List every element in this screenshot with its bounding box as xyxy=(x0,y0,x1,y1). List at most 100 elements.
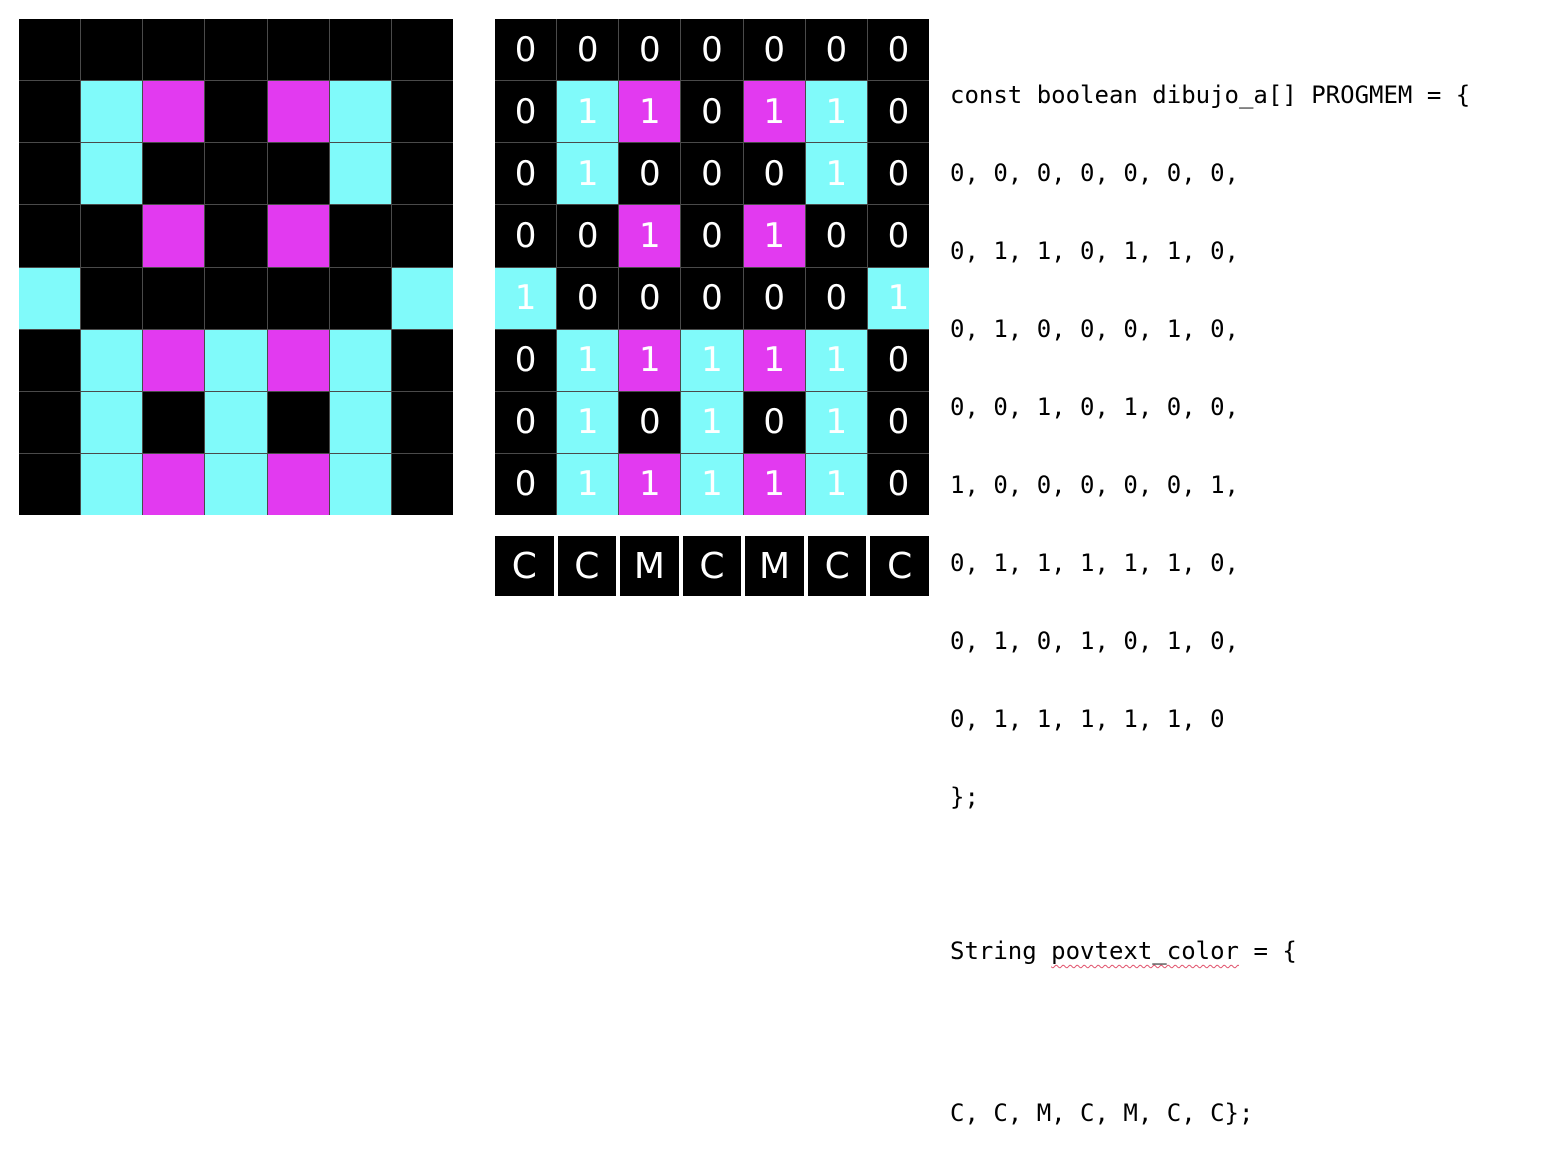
value-cell: 0 xyxy=(619,267,681,329)
pixel-cell xyxy=(329,391,391,453)
pixel-cell xyxy=(19,329,81,391)
pixel-cell xyxy=(205,81,267,143)
pixel-cell xyxy=(205,205,267,267)
pixel-cell xyxy=(391,391,453,453)
array-row: 0, 0, 0, 0, 0, 0, 0, xyxy=(950,159,1239,187)
value-cell: 0 xyxy=(681,143,743,205)
color-code-cell: C xyxy=(682,536,742,596)
value-cell: 1 xyxy=(495,267,557,329)
pixel-art-grid xyxy=(19,19,453,515)
value-cell: 0 xyxy=(495,19,557,81)
pixel-cell xyxy=(267,205,329,267)
value-cell: 1 xyxy=(805,143,867,205)
pixel-cell xyxy=(143,453,205,515)
value-cell: 0 xyxy=(557,19,619,81)
array-row: 1, 0, 0, 0, 0, 0, 1, xyxy=(950,471,1239,499)
value-cell: 0 xyxy=(743,267,805,329)
pixel-cell xyxy=(81,143,143,205)
pixel-cell xyxy=(143,19,205,81)
pixel-cell xyxy=(329,205,391,267)
array-row: 0, 1, 0, 0, 0, 1, 0, xyxy=(950,315,1239,343)
value-cell: 0 xyxy=(495,143,557,205)
value-cell: 0 xyxy=(867,143,929,205)
string-variable-name: povtext_color xyxy=(1051,937,1239,965)
pixel-cell xyxy=(81,453,143,515)
pixel-cell xyxy=(391,453,453,515)
pixel-cell xyxy=(329,453,391,515)
value-cell: 1 xyxy=(805,391,867,453)
value-cell: 0 xyxy=(557,205,619,267)
value-cell: 0 xyxy=(805,19,867,81)
value-cell: 1 xyxy=(805,81,867,143)
value-cell: 1 xyxy=(557,453,619,515)
pixel-cell xyxy=(267,453,329,515)
string-assign: = { xyxy=(1239,937,1297,965)
string-type: String xyxy=(950,937,1052,965)
value-cell: 0 xyxy=(495,453,557,515)
pixel-cell xyxy=(329,143,391,205)
value-cell: 0 xyxy=(619,143,681,205)
value-cell: 0 xyxy=(867,329,929,391)
value-cell: 1 xyxy=(805,329,867,391)
pixel-cell xyxy=(19,19,81,81)
value-cell: 1 xyxy=(743,329,805,391)
value-cell: 0 xyxy=(805,267,867,329)
pixel-cell xyxy=(205,143,267,205)
pixel-cell xyxy=(391,267,453,329)
pixel-cell xyxy=(143,205,205,267)
pixel-cell xyxy=(267,19,329,81)
pixel-cell xyxy=(143,391,205,453)
value-cell: 0 xyxy=(681,81,743,143)
pixel-cell xyxy=(143,329,205,391)
pixel-cell xyxy=(19,391,81,453)
pixel-cell xyxy=(391,19,453,81)
array-row: 0, 1, 1, 1, 1, 1, 0 xyxy=(950,705,1225,733)
value-cell: 0 xyxy=(557,267,619,329)
value-cell: 0 xyxy=(681,19,743,81)
value-cell: 0 xyxy=(619,391,681,453)
pixel-cell xyxy=(81,267,143,329)
value-cell: 1 xyxy=(743,81,805,143)
color-code-cell: M xyxy=(745,536,804,596)
pixel-cell xyxy=(329,267,391,329)
color-values-line: C, C, M, C, M, C, C}; xyxy=(950,1099,1254,1127)
pixel-cell xyxy=(81,19,143,81)
value-cell: 0 xyxy=(805,205,867,267)
pixel-cell xyxy=(19,81,81,143)
code-block: const boolean dibujo_a[] PROGMEM = { 0, … xyxy=(950,30,1470,1152)
array-declaration: const boolean dibujo_a[] PROGMEM = { xyxy=(950,81,1471,109)
pixel-cell xyxy=(391,81,453,143)
pixel-cell xyxy=(205,329,267,391)
pixel-cell xyxy=(267,143,329,205)
string-declaration: String povtext_color = { xyxy=(950,938,1470,964)
value-cell: 1 xyxy=(557,391,619,453)
value-cell: 1 xyxy=(681,329,743,391)
pixel-cell xyxy=(81,81,143,143)
pixel-cell xyxy=(391,143,453,205)
color-code-cell: C xyxy=(870,536,929,596)
value-cell: 0 xyxy=(867,19,929,81)
value-cell: 1 xyxy=(805,453,867,515)
value-cell: 1 xyxy=(619,81,681,143)
pixel-cell xyxy=(19,205,81,267)
array-row: 0, 0, 1, 0, 1, 0, 0, xyxy=(950,393,1239,421)
color-code-cell: C xyxy=(495,536,554,596)
pixel-cell xyxy=(391,329,453,391)
pixel-cell xyxy=(81,329,143,391)
pixel-cell xyxy=(205,267,267,329)
value-cell: 0 xyxy=(743,143,805,205)
color-code-cell: M xyxy=(620,536,679,596)
color-code-cell: C xyxy=(557,536,617,596)
value-cell: 0 xyxy=(743,391,805,453)
value-cell: 0 xyxy=(495,329,557,391)
value-cell: 1 xyxy=(743,205,805,267)
pixel-cell xyxy=(81,205,143,267)
pixel-cell xyxy=(143,267,205,329)
pixel-cell xyxy=(205,19,267,81)
pixel-cell xyxy=(267,267,329,329)
value-cell: 0 xyxy=(867,81,929,143)
pixel-cell xyxy=(267,81,329,143)
value-cell: 1 xyxy=(681,453,743,515)
